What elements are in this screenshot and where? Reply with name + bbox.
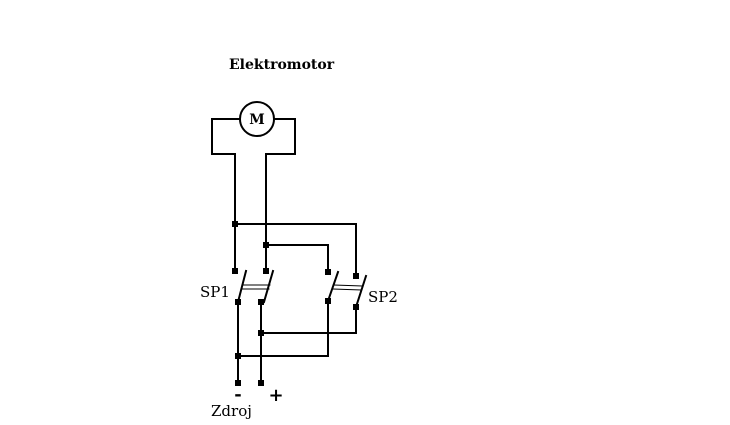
terminal-dot	[258, 299, 264, 305]
sp2-link-b	[332, 288, 362, 291]
source-label: Zdroj	[211, 402, 252, 420]
terminal-dot	[258, 330, 264, 336]
terminal-dot	[235, 299, 241, 305]
terminal-dot	[232, 268, 238, 274]
switch-label-sp2: SP2	[368, 288, 398, 306]
motor-lead-right	[265, 118, 296, 246]
terminal-dot	[263, 268, 269, 274]
terminal-dot	[235, 353, 241, 359]
sp1-blade-right	[262, 269, 275, 304]
wire-second-bus	[265, 244, 329, 273]
sp2-blade-right	[354, 274, 368, 309]
sp2-link-a	[333, 284, 363, 287]
terminal-dot	[353, 273, 359, 279]
terminal-dot	[263, 242, 269, 248]
switch-label-sp1: SP1	[200, 283, 230, 301]
terminal-dot	[325, 269, 331, 275]
terminal-dot	[235, 380, 241, 386]
terminal-dot	[325, 298, 331, 304]
wire-sp2-left-return	[237, 300, 329, 357]
wire-top-bus	[234, 223, 357, 277]
diagram-title: Elektromotor	[229, 57, 335, 73]
wire-sp2-right-return	[260, 306, 357, 334]
terminals	[232, 221, 359, 386]
motor-label: M	[249, 112, 265, 128]
source-plus-label: +	[268, 385, 283, 406]
terminal-dot	[258, 380, 264, 386]
terminal-dot	[353, 304, 359, 310]
source-minus-label: -	[234, 384, 241, 405]
terminal-dot	[232, 221, 238, 227]
motor-lead-left	[211, 118, 241, 225]
sp2-blade-left	[326, 270, 340, 303]
wiring	[211, 101, 368, 384]
sp1-blade-left	[236, 269, 248, 304]
